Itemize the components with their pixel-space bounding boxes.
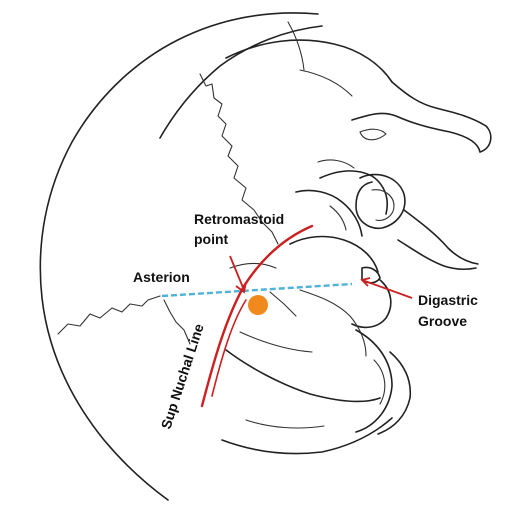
- styloid-lower: [398, 240, 476, 269]
- occipital-ridge: [240, 332, 312, 352]
- styloid-process: [404, 210, 478, 264]
- occipital-lower-inner: [246, 420, 324, 428]
- zygoma-notch: [360, 129, 386, 140]
- retromastoid-arrow: [230, 256, 244, 290]
- zygoma-outline: [392, 82, 491, 152]
- foramen-edge: [378, 352, 410, 434]
- zygoma-lower: [352, 113, 480, 152]
- hatch-3: [230, 264, 276, 269]
- asterion-line: [162, 284, 352, 296]
- ear-region-outline: [320, 171, 387, 214]
- pointer-arrows: [230, 256, 412, 298]
- digastric-arrow: [362, 280, 412, 298]
- mastoid-tip: [352, 280, 391, 327]
- mastoid-body: [300, 290, 366, 356]
- retromastoid-point-marker: [248, 295, 268, 315]
- superior-nuchal-line-inner: [212, 300, 246, 396]
- label-retromastoid-line2: point: [194, 231, 229, 247]
- label-digastric-line1: Digastric: [418, 292, 478, 308]
- mastoid-outline: [290, 237, 378, 272]
- label-sup-nuchal-line: Sup Nuchal Line: [158, 321, 207, 430]
- skull-sketch: [40, 13, 490, 500]
- temporal-crease-2: [300, 70, 352, 96]
- hatch-2: [330, 206, 346, 230]
- occipital-base-curve: [226, 350, 380, 401]
- meatus-inner: [372, 190, 394, 221]
- occipital-lower: [222, 418, 392, 454]
- asterion-suture-b: [270, 292, 296, 316]
- label-asterion: Asterion: [133, 269, 190, 285]
- label-retromastoid-line1: Retromastoid: [194, 211, 284, 227]
- condyle-outline: [356, 330, 392, 432]
- label-digastric-line2: Groove: [418, 313, 467, 329]
- occipital-suture: [58, 296, 160, 334]
- hatch-1: [318, 160, 354, 168]
